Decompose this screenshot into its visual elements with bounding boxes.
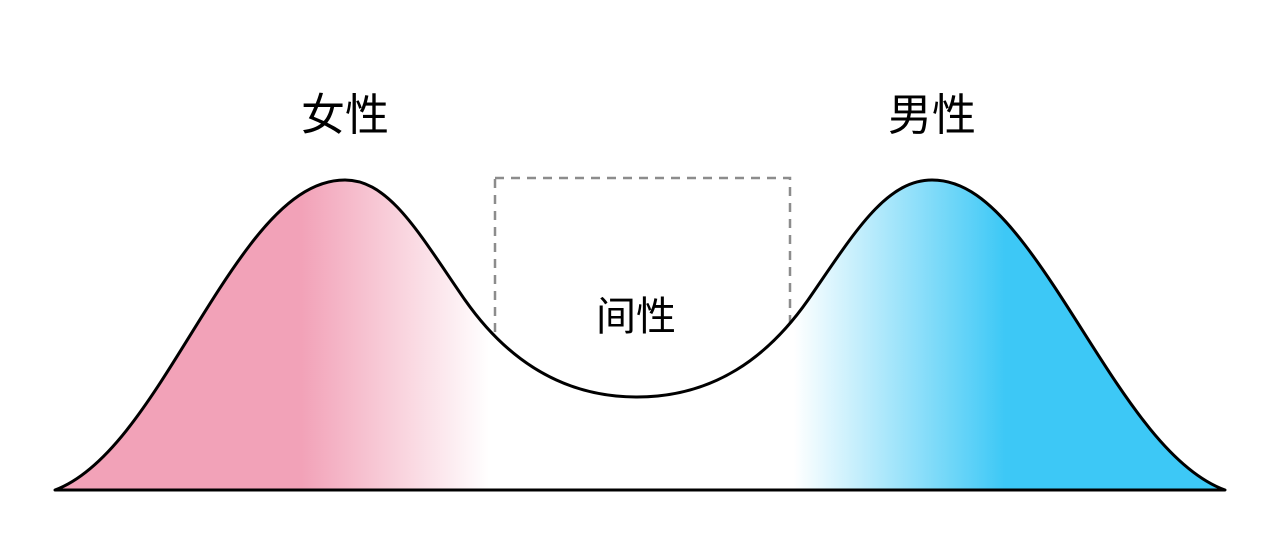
intersex-valley-label: 间性 — [596, 294, 676, 340]
distribution-curve — [53, 178, 1227, 492]
male-peak-label: 男性 — [888, 90, 976, 141]
female-peak-label: 女性 — [301, 90, 389, 141]
